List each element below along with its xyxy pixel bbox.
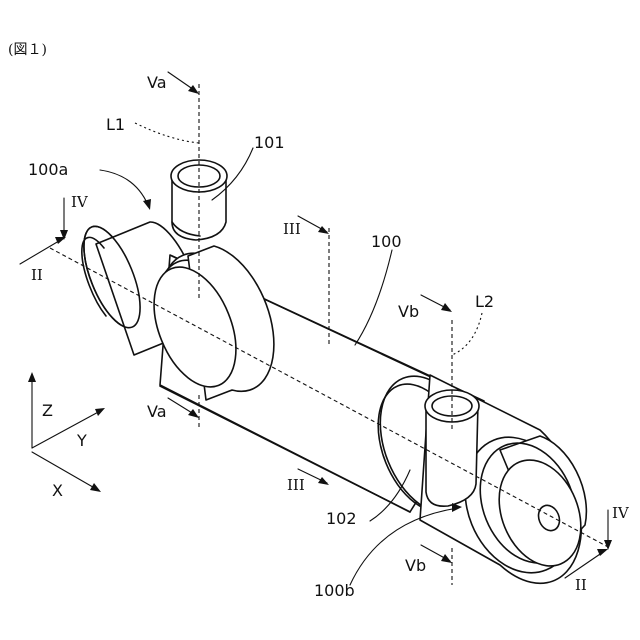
section-iii-label-bottom: III (287, 476, 305, 494)
figure-caption: (図１) (8, 42, 47, 58)
section-iii-label-top: III (283, 220, 301, 238)
part-100b-label: 100b (314, 581, 355, 600)
axis-y-label: Y (76, 431, 87, 450)
section-iv-label-left: IV (71, 193, 89, 211)
axis-l1-label: L1 (106, 115, 125, 134)
axis-l2-label: L2 (475, 292, 494, 311)
section-ii-label-right: II (575, 576, 587, 594)
section-va-label-top: Va (147, 73, 167, 92)
section-ii-label-left: II (31, 266, 43, 284)
section-va-label-bottom: Va (147, 402, 167, 421)
section-vb-label-bottom: Vb (405, 556, 426, 575)
part-101-label: 101 (254, 133, 285, 152)
coordinate-system (28, 372, 105, 492)
section-iv-label-right: IV (612, 504, 630, 522)
axis-z-label: Z (42, 401, 53, 420)
part-102-label: 102 (326, 509, 357, 528)
part-100a-label: 100a (28, 160, 68, 179)
axis-x-label: X (52, 481, 63, 500)
section-vb-label-top: Vb (398, 302, 419, 321)
part-100-label: 100 (371, 232, 402, 251)
